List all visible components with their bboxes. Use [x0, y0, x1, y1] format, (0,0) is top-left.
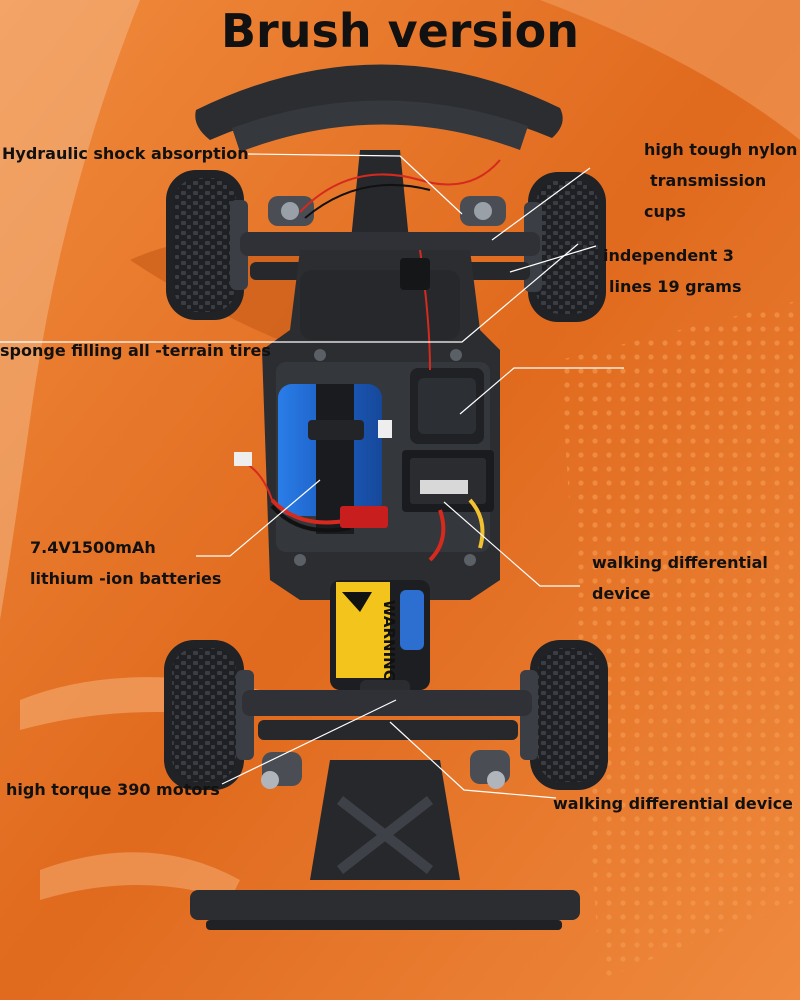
rear-bumper — [190, 760, 580, 930]
callout-battery-line-2: lithium -ion batteries — [30, 569, 222, 588]
callout-motor-text: high torque 390 motors — [6, 780, 220, 799]
servo — [400, 249, 484, 444]
callout-front-differential: walking differential device — [592, 547, 768, 609]
callout-hydraulic-shock-text: Hydraulic shock absorption — [2, 144, 249, 163]
rear-right-tire — [520, 640, 608, 790]
callout-tires: sponge filling all -terrain tires — [0, 335, 271, 366]
callout-nylon-line-2: transmission — [650, 171, 767, 190]
callout-rear-diff-text: walking differential device — [553, 794, 794, 813]
callout-servo-line-2: lines 19 grams — [609, 277, 742, 296]
warning-sticker-text: WARNING — [380, 600, 398, 682]
rear-suspension — [242, 690, 532, 789]
callout-front-diff-line-2: device — [592, 584, 651, 603]
rear-left-tire — [164, 640, 254, 790]
battery-pack — [234, 384, 392, 534]
callout-battery-line-1: 7.4V1500mAh — [30, 538, 156, 557]
callout-servo: independent 3 lines 19 grams — [603, 240, 741, 302]
callout-hydraulic-shock: Hydraulic shock absorption — [2, 138, 249, 169]
callout-nylon-cups: high tough nylon transmission cups — [644, 134, 797, 227]
front-left-tire — [166, 170, 248, 320]
callout-nylon-line-3: cups — [644, 202, 686, 221]
esc-module — [402, 450, 494, 562]
callout-tires-text: sponge filling all -terrain tires — [0, 341, 271, 360]
callout-front-diff-line-1: walking differential — [592, 553, 768, 572]
front-right-tire — [524, 172, 606, 322]
page-title: Brush version — [220, 4, 579, 58]
callout-rear-differential: walking differential device — [553, 788, 793, 819]
callout-nylon-line-1: high tough nylon — [644, 140, 798, 159]
callout-servo-line-1: independent 3 — [603, 246, 734, 265]
leader-lines — [0, 153, 624, 799]
callout-motor: high torque 390 motors — [6, 774, 220, 805]
callout-battery: 7.4V1500mAh lithium -ion batteries — [30, 532, 221, 594]
